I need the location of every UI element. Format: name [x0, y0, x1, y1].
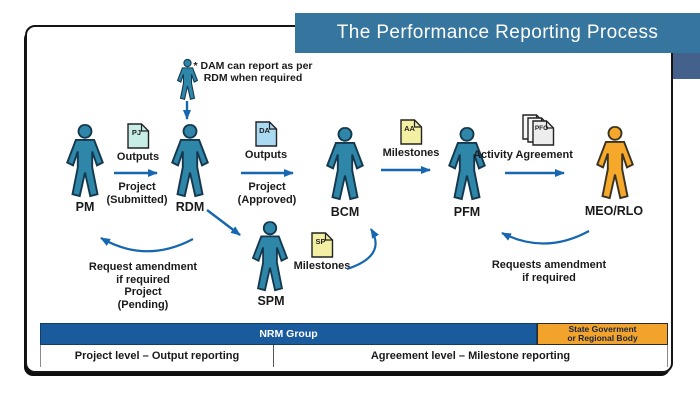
actor-meo-rlo-label: MEO/RLO: [584, 204, 644, 218]
document-sp: SP: [310, 231, 334, 259]
state-government-bar: State Goverment or Regional Body: [537, 323, 668, 345]
actor-rdm: [166, 124, 214, 206]
actor-pm-label: PM: [75, 200, 95, 214]
person-icon-pm: [61, 124, 109, 201]
project-level-cell: Project level – Output reporting: [40, 345, 273, 367]
pfo-activity-agreement-label: Activity Agreement: [473, 149, 573, 161]
person-icon-bcm: [321, 127, 369, 204]
actor-bcm: [321, 127, 369, 209]
document-pfo-code: PFO: [534, 125, 549, 132]
actor-pm: [61, 124, 109, 206]
actor-meo-rlo: [591, 126, 639, 208]
pj-outputs-label: Outputs: [116, 151, 160, 163]
actor-rdm-label: RDM: [175, 200, 205, 214]
actor-pfm-label: PFM: [453, 205, 481, 219]
diagram-card: [25, 25, 673, 373]
person-icon-pfm: [443, 127, 491, 204]
person-icon-meo-rlo: [591, 126, 639, 203]
actor-bcm-label: BCM: [330, 205, 360, 219]
document-icon-pfo: [531, 119, 555, 147]
sp-milestones-label: Milestones: [293, 260, 351, 272]
actor-pfm: [443, 127, 491, 209]
document-aa: AA: [399, 118, 423, 146]
agreement-level-cell: Agreement level – Milestone reporting: [273, 345, 668, 367]
da-outputs-label: Outputs: [244, 149, 288, 161]
flow-label-request-amendment: Request amendment if required Project (P…: [88, 261, 198, 311]
flow-label-project-approved: Project (Approved): [237, 181, 297, 206]
dam-note: * DAM can report as per RDM when require…: [193, 60, 313, 84]
aa-milestones-label: Milestones: [382, 147, 440, 159]
person-icon-spm: [247, 221, 293, 295]
document-pfo: PFO: [531, 119, 555, 147]
document-aa-code: AA: [404, 124, 415, 133]
flow-label-project-submitted: Project (Submitted): [106, 181, 168, 206]
document-pj-code: PJ: [131, 128, 142, 137]
page-title: The Performance Reporting Process: [295, 13, 700, 53]
document-pj: PJ: [126, 122, 150, 150]
person-icon-rdm: [166, 124, 214, 201]
document-sp-code: SP: [315, 237, 326, 246]
nrm-group-bar: NRM Group: [40, 323, 537, 345]
actor-spm-label: SPM: [257, 294, 285, 308]
actor-spm: [247, 221, 293, 300]
document-da: DA: [254, 120, 278, 148]
banner-fold: [673, 53, 700, 79]
document-da-code: DA: [259, 126, 270, 135]
flow-label-requests-amendment: Requests amendment if required: [491, 259, 607, 284]
